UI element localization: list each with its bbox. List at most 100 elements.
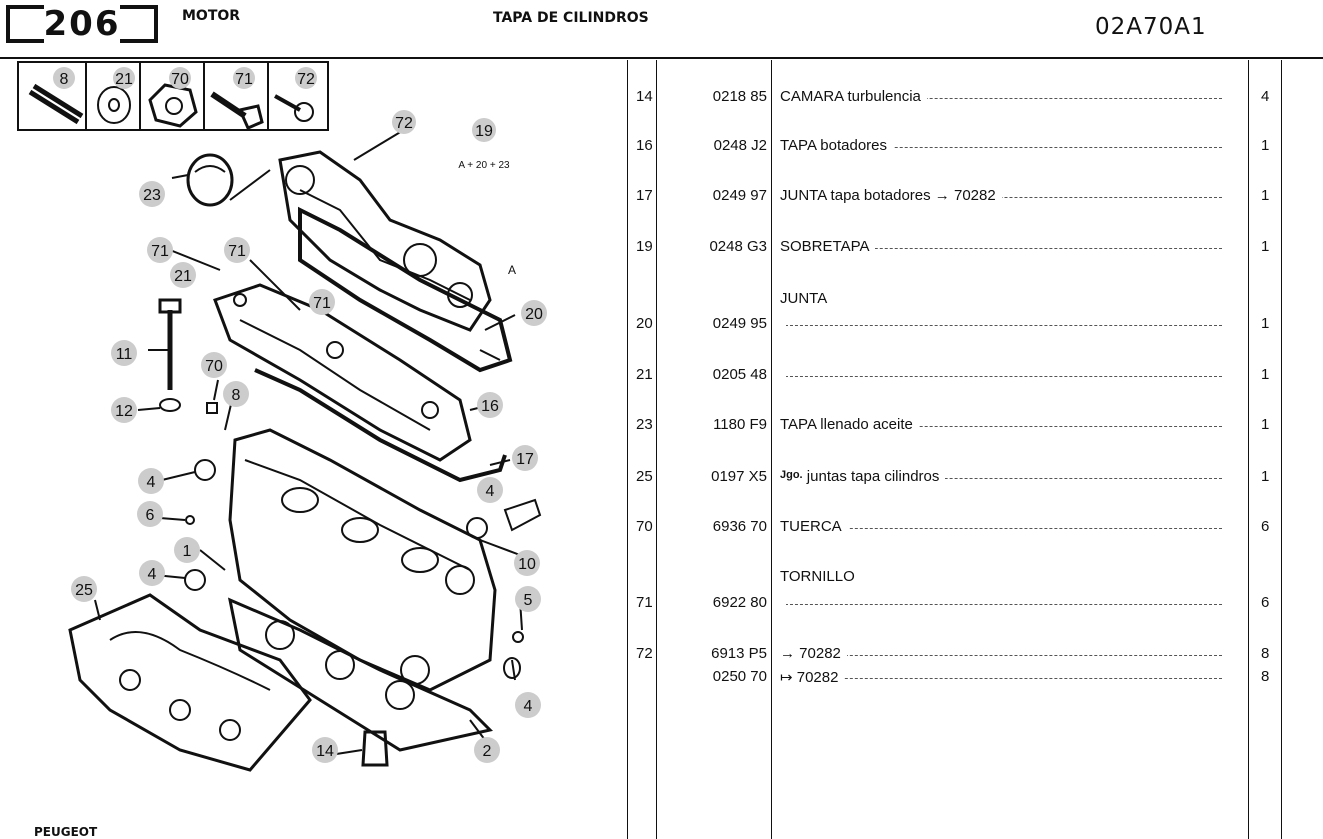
row-label: JUNTA (780, 290, 828, 307)
reference: 6922 80 (712, 594, 767, 611)
part-number: 72 (636, 645, 653, 662)
quantity: 8 (1261, 645, 1270, 662)
description: Jgo. juntas tapa cilindros (780, 468, 1222, 485)
table-rule (771, 60, 772, 839)
part-number: 19 (636, 238, 653, 255)
table-row: 14 0218 85 CAMARA turbulencia 4 (628, 88, 1323, 114)
quantity: 1 (1261, 366, 1270, 383)
reference: 0205 48 (712, 366, 767, 383)
description: JUNTA tapa botadores → 70282 (780, 187, 1222, 204)
svg-text:71: 71 (235, 71, 253, 88)
part-number: 14 (636, 88, 653, 105)
svg-text:12: 12 (115, 403, 133, 420)
header-divider (0, 57, 1323, 59)
quantity: 1 (1261, 416, 1270, 433)
table-row: 0250 70 ↦ 70282 8 (628, 668, 1323, 694)
svg-text:2: 2 (483, 743, 492, 760)
svg-text:25: 25 (75, 582, 93, 599)
quantity: 8 (1261, 668, 1270, 685)
svg-text:5: 5 (524, 592, 533, 609)
svg-text:70: 70 (205, 358, 223, 375)
description: SOBRETAPA (780, 238, 1222, 255)
svg-text:8: 8 (60, 71, 69, 88)
description: ↦ 70282 (780, 668, 1222, 686)
reference: 0197 X5 (711, 468, 767, 485)
part-number: 70 (636, 518, 653, 535)
table-row: 21 0205 48 1 (628, 366, 1323, 392)
svg-text:71: 71 (313, 295, 331, 312)
quantity: 6 (1261, 594, 1270, 611)
part-number: 71 (636, 594, 653, 611)
part-number: 21 (636, 366, 653, 383)
catalog-code: 02A70A1 (1095, 14, 1207, 40)
description (780, 366, 1222, 383)
table-rule (1281, 60, 1282, 839)
svg-text:16: 16 (481, 398, 499, 415)
reference: 0249 97 (712, 187, 767, 204)
quantity: 1 (1261, 468, 1270, 485)
table-row: 20 0249 95 1 (628, 315, 1323, 341)
part-number: 20 (636, 315, 653, 332)
part-number: 25 (636, 468, 653, 485)
table-rule (656, 60, 657, 839)
svg-text:14: 14 (316, 743, 334, 760)
svg-text:21: 21 (115, 71, 133, 88)
svg-text:6: 6 (146, 507, 155, 524)
svg-text:11: 11 (116, 346, 133, 363)
exploded-diagram: 8 21 70 71 72 72 19 A + 20 + 23 23 71 71… (17, 61, 547, 772)
quantity: 1 (1261, 238, 1270, 255)
svg-text:A + 20 + 23: A + 20 + 23 (458, 160, 510, 171)
quantity: 6 (1261, 518, 1270, 535)
table-row: 25 0197 X5 Jgo. juntas tapa cilindros 1 (628, 468, 1323, 494)
part-number: 23 (636, 416, 653, 433)
model-number: 206 (43, 4, 121, 44)
svg-text:71: 71 (228, 243, 246, 260)
svg-text:10: 10 (518, 556, 536, 573)
quantity: 1 (1261, 315, 1270, 332)
svg-text:20: 20 (525, 306, 543, 323)
reference: 6936 70 (712, 518, 767, 535)
table-row: 23 1180 F9 TAPA llenado aceite 1 (628, 416, 1323, 442)
reference: 0249 95 (712, 315, 767, 332)
set-prefix: Jgo. (780, 469, 803, 481)
part-number: 16 (636, 137, 653, 154)
reference: 0248 G3 (709, 238, 767, 255)
description: TUERCA (780, 518, 1222, 535)
reference: 6913 P5 (711, 645, 767, 662)
brand-footer: PEUGEOT (34, 825, 98, 839)
description (780, 315, 1222, 332)
reference: 0218 85 (712, 88, 767, 105)
svg-text:19: 19 (475, 123, 493, 140)
table-row: 17 0249 97 JUNTA tapa botadores → 70282 … (628, 187, 1323, 213)
svg-text:72: 72 (297, 71, 315, 88)
table-row: 71 6922 80 6 (628, 594, 1323, 620)
row-label: TORNILLO (780, 568, 855, 585)
svg-text:4: 4 (486, 483, 495, 500)
svg-text:23: 23 (143, 187, 161, 204)
page-header: 206 MOTOR TAPA DE CILINDROS 02A70A1 (0, 0, 1323, 59)
table-row: 72 6913 P5 → 70282 8 (628, 645, 1323, 671)
reference: 0248 J2 (713, 137, 767, 154)
description: CAMARA turbulencia (780, 88, 1222, 105)
table-row: 19 0248 G3 SOBRETAPA 1 (628, 238, 1323, 264)
svg-text:A: A (508, 263, 516, 277)
quantity: 4 (1261, 88, 1270, 105)
table-row: 70 6936 70 TUERCA 6 (628, 518, 1323, 544)
svg-text:72: 72 (395, 115, 413, 132)
small-parts-box (17, 61, 329, 131)
table-rule (1248, 60, 1249, 839)
table-row: 16 0248 J2 TAPA botadores 1 (628, 137, 1323, 163)
description: TAPA botadores (780, 137, 1222, 154)
svg-text:70: 70 (171, 71, 189, 88)
part-number: 17 (636, 187, 653, 204)
description (780, 594, 1222, 611)
model-logo: 206 (6, 4, 158, 44)
svg-text:71: 71 (151, 243, 169, 260)
reference: 1180 F9 (713, 416, 767, 433)
section-label: MOTOR (182, 8, 241, 24)
table-rule (627, 60, 628, 839)
svg-text:4: 4 (147, 474, 156, 491)
svg-text:8: 8 (232, 387, 241, 404)
svg-text:4: 4 (148, 566, 157, 583)
quantity: 1 (1261, 137, 1270, 154)
